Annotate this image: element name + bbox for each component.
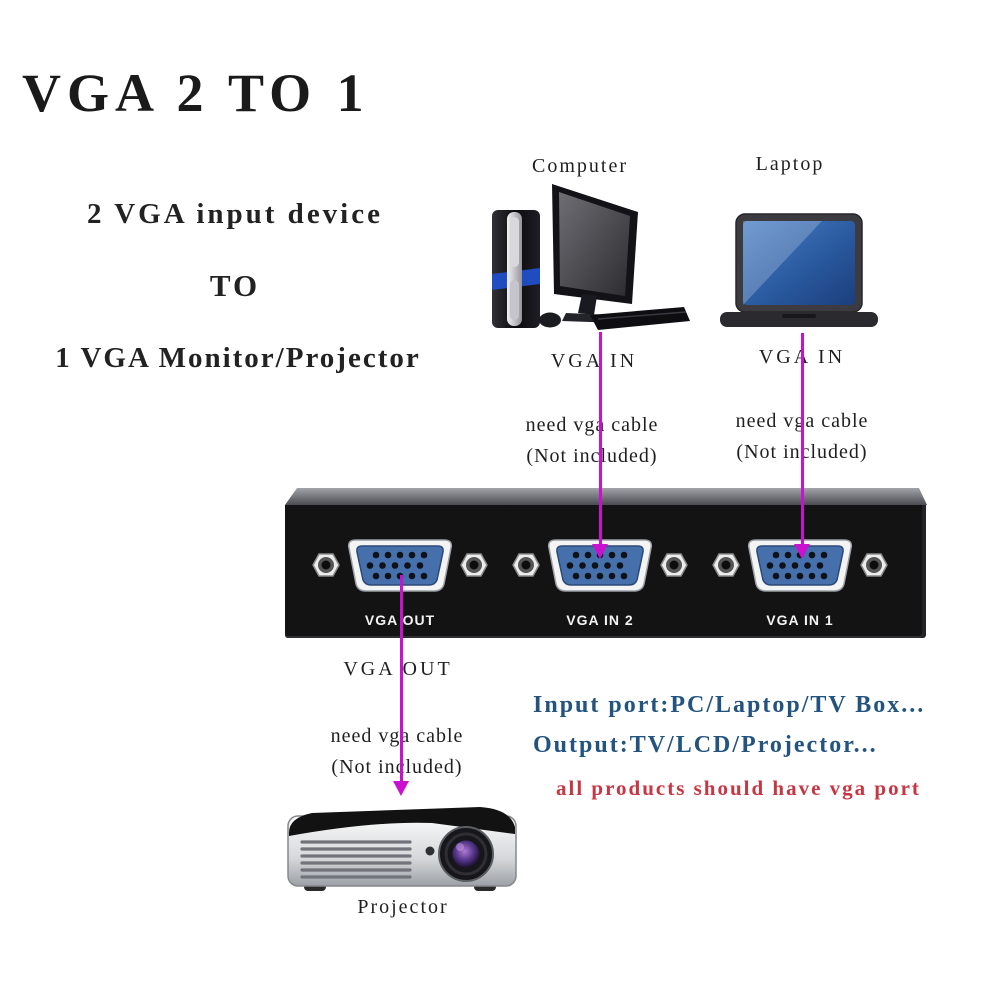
- projector-label: Projector: [357, 896, 449, 918]
- computer-vga-in-label: VGA IN: [550, 350, 638, 372]
- vga-in-1-port-label: VGA IN 1: [766, 612, 834, 628]
- laptop-label: Laptop: [755, 153, 825, 175]
- laptop-arrow-head-icon: [794, 544, 810, 559]
- output-cable-note-line1: need vga cable: [330, 725, 464, 747]
- switch-to-projector-arrow: [400, 575, 403, 781]
- computer-cable-note: need vga cable (Not included): [482, 410, 702, 472]
- computer-arrow-head-icon: [592, 544, 608, 559]
- vga-in-1-port: VGA IN 1: [705, 535, 895, 628]
- vga-in-2-port: VGA IN 2: [505, 535, 695, 628]
- laptop-icon: [720, 213, 878, 327]
- computer-cable-note-line2: (Not included): [526, 445, 658, 467]
- switch-box-front-panel: VGA OUT VGA IN 2: [285, 505, 922, 638]
- computer-to-switch-arrow: [599, 332, 602, 544]
- laptop-to-switch-arrow: [801, 333, 804, 544]
- vga-switch-box: VGA OUT VGA IN 2: [285, 488, 927, 640]
- vga-connector-icon: [712, 539, 888, 592]
- laptop-vga-in-label: VGA IN: [758, 346, 846, 368]
- vga-connector-icon: [312, 539, 488, 592]
- output-cable-note-line2: (Not included): [331, 756, 463, 778]
- projector-arrow-head-icon: [393, 781, 409, 796]
- vga-out-port: VGA OUT: [305, 535, 495, 628]
- subtitle-output-device: 1 VGA Monitor/Projector: [55, 342, 421, 374]
- vga-out-label: VGA OUT: [343, 658, 453, 680]
- switch-box-top-edge: [285, 488, 927, 505]
- input-port-note: Input port:PC/Laptop/TV Box...: [533, 692, 926, 718]
- main-title: VGA 2 TO 1: [22, 63, 370, 123]
- vga-out-port-label: VGA OUT: [364, 612, 436, 628]
- desktop-computer-icon: [492, 184, 690, 330]
- subtitle-to: TO: [209, 268, 261, 303]
- vga-connector-icon: [512, 539, 688, 592]
- vga-in-2-port-label: VGA IN 2: [566, 612, 634, 628]
- vga-port-warning: all products should have vga port: [556, 776, 921, 800]
- projector-icon: [287, 807, 517, 891]
- computer-label: Computer: [532, 155, 628, 177]
- output-port-note: Output:TV/LCD/Projector...: [533, 732, 878, 758]
- subtitle-input-devices: 2 VGA input device: [87, 198, 383, 230]
- computer-cable-note-line1: need vga cable: [525, 414, 659, 436]
- output-cable-note: need vga cable (Not included): [287, 721, 507, 783]
